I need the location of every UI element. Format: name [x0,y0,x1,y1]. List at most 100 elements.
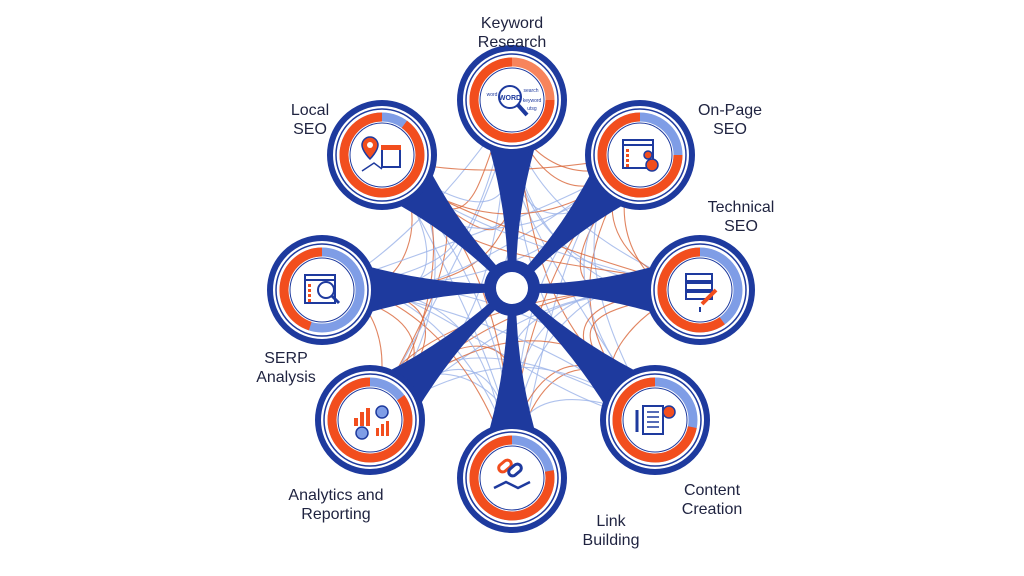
webpage-frame [622,139,654,169]
node-inner-line [593,108,687,202]
hub-spokes [358,136,664,442]
handshake [493,480,531,490]
progress-ring-fill [327,377,413,463]
pie-chart [355,426,369,440]
hub-spoke [358,263,513,316]
hub-spoke [486,136,538,288]
node-center [479,445,545,511]
progress-ring-fill [469,435,555,521]
charts-icon [354,405,389,440]
progress-ring-fill [279,247,323,331]
progress-ring-fill [612,377,697,463]
label-line: On-Page [697,102,763,119]
label-line: Analysis [256,369,316,386]
node-inner-line [465,53,559,147]
server-wrench-icon [685,273,718,312]
bar [354,418,358,426]
label-line: SEO [293,121,327,138]
pin-dot [367,142,373,148]
progress-ring-fill [597,112,683,198]
magnifier-lens [498,85,522,109]
node-inner-line [653,243,747,337]
document [642,405,664,435]
magnifier-lens [317,281,335,299]
server-unit [685,282,713,291]
node-center [289,257,355,323]
node-inner-line [465,431,559,525]
magnifier-handle [330,294,341,305]
node-technical [645,235,755,345]
label-line: Content [683,482,741,499]
node-center [622,387,688,453]
node-inner-line [335,108,429,202]
list-bullet [626,159,629,162]
label-line: Analytics and [288,487,384,504]
store-awning [381,145,401,150]
node-content [600,365,710,475]
list-bullet [626,164,629,167]
hub-spoke [509,285,646,415]
node-link [457,423,567,533]
label-line: SEO [713,121,747,138]
cloud-word: keyword [523,98,542,104]
wrench [700,288,718,306]
pie-chart [375,405,389,419]
bar [366,408,370,426]
node-inner-line [275,243,369,337]
list-bullet [626,154,629,157]
webpage-frame [304,274,336,304]
bar [386,421,389,436]
node-local [327,100,437,210]
bar [381,424,384,436]
chain-link [497,458,513,474]
results-page-magnifier-icon [304,274,341,305]
hub-spoke [511,263,664,316]
node-serp [267,235,377,345]
label-line: Creation [681,501,743,518]
list-bullet [308,299,311,302]
label-line: Local [290,102,330,119]
node-inner-line [608,373,702,467]
label-line: Link [596,513,626,530]
label-line: Building [582,532,640,549]
cloud-word: search [523,88,538,94]
progress-ring-fill [469,57,555,143]
word-text: WORD [499,95,521,102]
hub-center-hole [496,272,528,304]
node-center [479,67,545,133]
label-serp-analysis: SERP Analysis [256,349,316,387]
list-bullet [308,284,311,287]
hub-spoke [378,285,515,415]
label-line: Technical [707,199,775,216]
cloud-word: utsg [527,106,537,112]
server-unit [685,273,713,282]
lightbulb [662,405,676,419]
label-line: Research [477,34,547,51]
document-pen-lightbulb-icon [635,405,676,435]
bar [360,412,364,426]
label-line: SERP [264,350,308,367]
label-line: Keyword [480,15,544,32]
chain-link [507,462,523,478]
magnifier-handle [516,103,529,117]
map-pin-store-icon [361,136,401,172]
node-inner-line [323,373,417,467]
node-center [607,122,673,188]
label-line: SEO [724,218,758,235]
node-onpage [585,100,695,210]
bar [376,428,379,436]
progress-ring-fill [339,112,425,198]
gear [645,158,659,172]
list-bullet [626,149,629,152]
hub-spoke [486,288,538,442]
cloud-word: word [487,92,498,98]
